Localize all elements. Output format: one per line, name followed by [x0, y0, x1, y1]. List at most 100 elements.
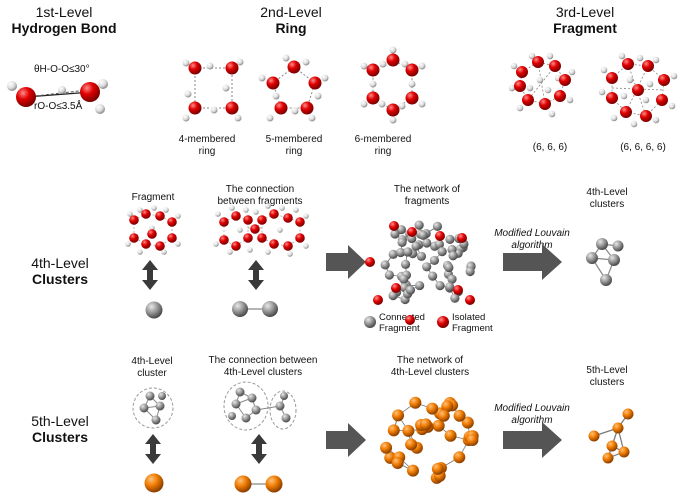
- network-node: [466, 434, 479, 447]
- row4-network-line2: fragments: [404, 195, 450, 207]
- level2-header: 2nd-Level Ring: [236, 4, 346, 36]
- level3-title: 3rd-Level: [555, 4, 615, 20]
- network-node: [409, 396, 422, 409]
- row5-result-cluster: [588, 408, 634, 464]
- hbond-h3: [98, 79, 108, 89]
- ring6-label: 6-membered ring: [348, 134, 418, 157]
- row4-double-arrow-2: [248, 260, 264, 290]
- ring5-label: 5-membered ring: [259, 134, 329, 157]
- hbond-angle-label: θH-O-O≤30°: [34, 64, 90, 75]
- network-node: [400, 259, 411, 269]
- network-node: [380, 260, 390, 270]
- row5-double-arrow-1: [145, 434, 161, 464]
- network-isolated-node: [407, 227, 417, 237]
- row5-connection-line2: 4th-Level clusters: [223, 366, 303, 378]
- legend-isolated-label: Isolated Fragment: [452, 312, 493, 335]
- network-node: [387, 424, 400, 437]
- network-node: [437, 409, 450, 422]
- network-node: [435, 281, 445, 291]
- network-node: [388, 291, 398, 301]
- network-node: [380, 441, 393, 454]
- row4-network-line1: The network of: [393, 184, 461, 195]
- legend-isolated-node: [437, 316, 449, 328]
- row5-arrow-1: [326, 423, 366, 457]
- network-isolated-node: [365, 257, 375, 267]
- network-isolated-node: [465, 295, 475, 305]
- ring6-label-line2: ring: [374, 145, 392, 157]
- row5-network-label: The network of 4th-Level clusters: [370, 355, 490, 378]
- network-node: [444, 262, 454, 273]
- network-node: [406, 464, 419, 477]
- network-node: [388, 249, 398, 259]
- row5-cluster-line1: 4th-Level: [131, 356, 173, 367]
- row5-method-label: Modified Louvain algorithm: [482, 403, 582, 426]
- row5-label: 5th-Level Clusters: [10, 413, 110, 445]
- fragment1-molecule: [508, 52, 576, 118]
- network-node: [397, 237, 407, 247]
- row5-label-bottom: Clusters: [31, 429, 89, 446]
- network-isolated-node: [457, 233, 467, 243]
- network-node: [390, 229, 400, 239]
- row4-result-label: 4th-Level clusters: [572, 187, 642, 210]
- row4-fragment-node: [145, 301, 163, 319]
- network-node: [437, 246, 447, 257]
- network-node: [422, 262, 432, 272]
- hbond-h4: [95, 104, 105, 114]
- row4-network-label: The network of fragments: [372, 184, 482, 207]
- network-node: [432, 221, 443, 231]
- network-node: [465, 266, 475, 277]
- hbond-h2: [58, 86, 66, 94]
- row5-cluster: [132, 387, 174, 429]
- row4-method-label: Modified Louvain algorithm: [482, 228, 582, 251]
- network-node: [448, 251, 458, 261]
- ring6-atoms: [360, 46, 426, 124]
- level1-subtitle: Hydrogen Bond: [11, 20, 117, 37]
- network-node: [405, 438, 418, 451]
- network-node: [429, 255, 440, 266]
- row4-connection-line2: between fragments: [217, 195, 303, 207]
- row4-arrow-1: [326, 245, 366, 279]
- row5-cluster-label: 4th-Level cluster: [122, 356, 182, 379]
- network-node: [434, 239, 445, 249]
- network-node: [441, 400, 454, 413]
- network-node: [391, 457, 404, 470]
- row4-result-line1: 4th-Level: [586, 187, 628, 198]
- row4-result-cluster: [586, 238, 624, 286]
- row5-connection-label: The connection between 4th-Level cluster…: [198, 355, 328, 378]
- network-node: [445, 234, 455, 245]
- row5-label-top: 5th-Level: [31, 413, 89, 429]
- network-node: [405, 285, 416, 295]
- network-node: [411, 241, 421, 251]
- hbond-distance-label: rO-O≤3.5Å: [34, 101, 83, 112]
- ring5-label-line2: ring: [285, 145, 303, 157]
- network-node: [445, 282, 455, 292]
- row4-double-arrow-1: [142, 260, 158, 290]
- ring4-label-line2: ring: [198, 145, 216, 157]
- row5-cluster-node: [144, 473, 164, 493]
- ring5-label-line1: 5-membered: [265, 134, 323, 145]
- row5-network: [380, 396, 479, 484]
- row5-result-line1: 5th-Level: [586, 365, 628, 376]
- row5-method-line2: algorithm: [511, 414, 553, 426]
- network-node: [422, 238, 432, 248]
- network-node: [432, 419, 445, 432]
- network-node: [415, 280, 425, 291]
- row5-connection-clusters: [223, 381, 297, 431]
- legend-connected-line2: Fragment: [379, 322, 420, 334]
- level1-title: 1st-Level: [35, 4, 93, 20]
- legend-isolated-line1: Isolated: [452, 312, 486, 323]
- row5-network-line1: The network of: [396, 355, 464, 366]
- network-node: [399, 274, 409, 284]
- network-isolated-node: [405, 315, 415, 325]
- row5-double-arrow-2: [251, 434, 267, 464]
- network-node: [444, 429, 457, 442]
- fragment2-molecule: [598, 52, 678, 128]
- network-node: [428, 271, 438, 281]
- level2-title: 2nd-Level: [260, 4, 322, 20]
- level1-header: 1st-Level Hydrogen Bond: [4, 4, 124, 36]
- row4-method-line2: algorithm: [511, 239, 553, 251]
- network-isolated-node: [373, 295, 383, 305]
- row5-cluster-line2: cluster: [137, 367, 167, 379]
- network-isolated-node: [435, 231, 445, 241]
